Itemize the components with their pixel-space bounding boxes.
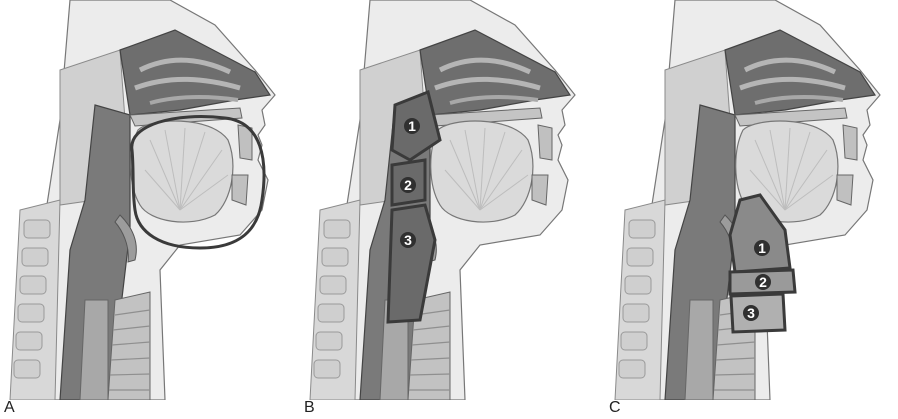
region-label-2: 2 bbox=[404, 177, 412, 193]
panel-label-b: B bbox=[304, 399, 315, 417]
region-label-1: 1 bbox=[758, 240, 766, 256]
region-label-2: 2 bbox=[759, 274, 767, 290]
region-label-3: 3 bbox=[747, 305, 755, 321]
panel-label-c: C bbox=[609, 399, 621, 417]
region-label-3: 3 bbox=[404, 232, 412, 248]
panel-c: 1 2 3 C bbox=[605, 0, 895, 419]
sagittal-head-diagram-c: 1 2 3 bbox=[605, 0, 895, 400]
sagittal-head-diagram-b: 1 2 3 bbox=[300, 0, 590, 400]
panel-b: 1 2 3 B bbox=[300, 0, 590, 419]
panel-label-a: A bbox=[4, 399, 15, 417]
sagittal-head-diagram-a bbox=[0, 0, 290, 400]
region-label-1: 1 bbox=[408, 118, 416, 134]
panel-a: A bbox=[0, 0, 290, 419]
